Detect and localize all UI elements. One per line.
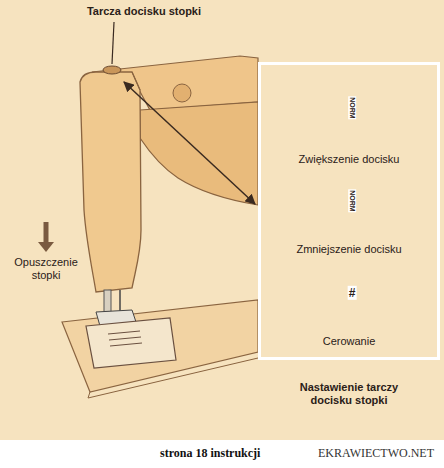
needle-plate xyxy=(86,318,176,368)
dial-caption: Zwiększenie docisku xyxy=(261,153,437,166)
double-arrow xyxy=(124,82,255,204)
leader-line xyxy=(112,22,114,64)
dial-caption: Cerowanie xyxy=(261,335,437,348)
needle-plate xyxy=(110,343,142,346)
presser-foot xyxy=(104,290,111,312)
down-arrow xyxy=(38,222,54,252)
machine-head xyxy=(132,72,140,90)
machine-bed xyxy=(62,300,258,398)
dial-marking: NORM xyxy=(348,96,356,119)
machine-head xyxy=(80,66,141,292)
panel-heading: Nastawienie tarczy docisku stopki xyxy=(284,381,414,407)
dial-marking: NORM xyxy=(348,189,356,212)
down-arrow xyxy=(38,242,54,252)
machine-arm xyxy=(173,84,191,102)
needle-plate xyxy=(108,331,140,334)
needle-plate xyxy=(109,337,141,340)
watermark: EKRAWIECTWO.NET xyxy=(318,446,434,460)
page-note: strona 18 instrukcji xyxy=(160,446,260,460)
machine-head xyxy=(103,66,121,74)
presser-foot xyxy=(96,290,136,326)
needle-plate xyxy=(86,318,176,368)
down-arrow xyxy=(44,222,49,243)
dial-marking: # xyxy=(348,286,357,300)
dial-caption: Zmniejszenie docisku xyxy=(261,243,437,256)
part-label: Tarcza docisku stopki xyxy=(70,5,218,18)
action-label: Opuszczenie stopki xyxy=(10,256,82,282)
machine-head xyxy=(80,72,141,292)
footer-strip xyxy=(0,440,444,468)
machine-bed xyxy=(62,300,258,392)
